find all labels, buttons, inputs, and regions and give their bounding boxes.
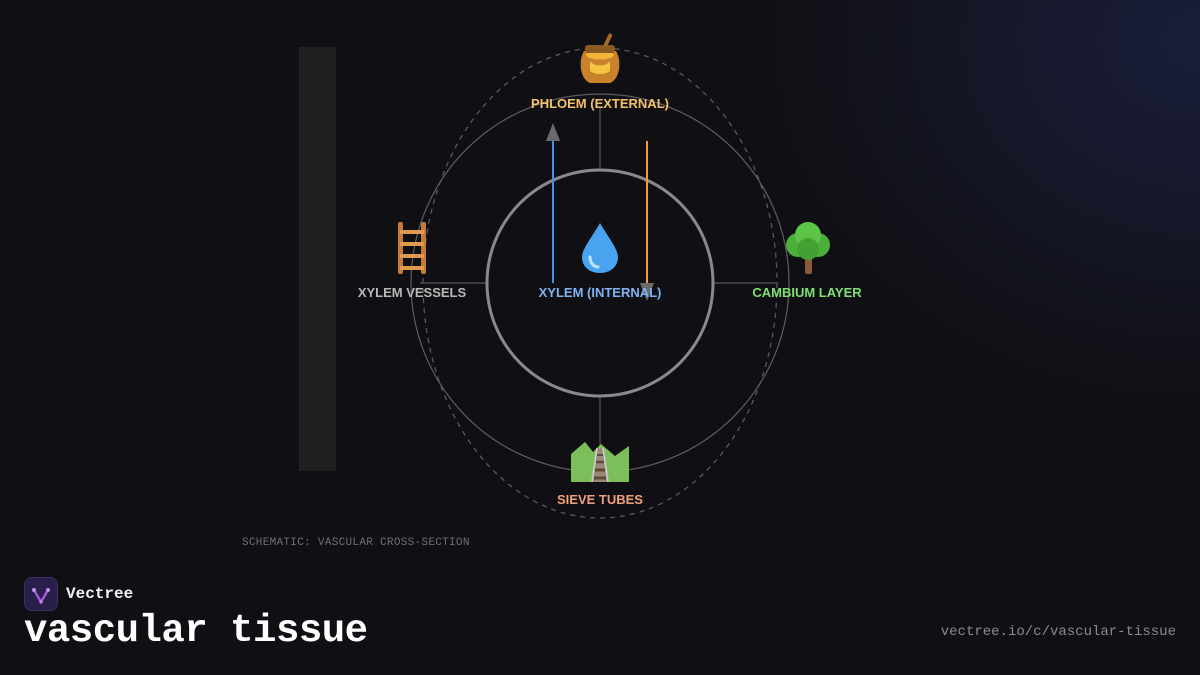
vectree-logo-icon — [24, 577, 58, 611]
honey-pot-icon — [570, 31, 630, 87]
side-panel-bar — [299, 47, 336, 471]
railway-track-icon — [570, 438, 630, 482]
node-label-phloem: PHLOEM (EXTERNAL) — [531, 96, 669, 111]
brand[interactable]: Vectree — [24, 577, 133, 611]
inner-ring — [485, 168, 715, 398]
ladder-icon — [382, 221, 442, 275]
downward-flow-arrowhead — [640, 283, 654, 301]
page-title: vascular tissue — [24, 609, 368, 653]
node-label-xylem-vessels: XYLEM VESSELS — [357, 285, 467, 300]
page-url-link[interactable]: vectree.io/c/vascular-tissue — [940, 624, 1176, 640]
node-label-sieve-tubes: SIEVE TUBES — [557, 492, 643, 507]
node-label-cambium: CAMBIUM LAYER — [752, 285, 862, 300]
upward-flow-arrowhead — [546, 123, 560, 141]
node-label-xylem-internal: XYLEM (INTERNAL) — [538, 285, 662, 300]
droplet-icon — [570, 221, 630, 275]
brand-name: Vectree — [66, 585, 134, 603]
diagram-caption: SCHEMATIC: VASCULAR CROSS-SECTION — [242, 537, 470, 549]
tree-icon — [778, 221, 838, 275]
